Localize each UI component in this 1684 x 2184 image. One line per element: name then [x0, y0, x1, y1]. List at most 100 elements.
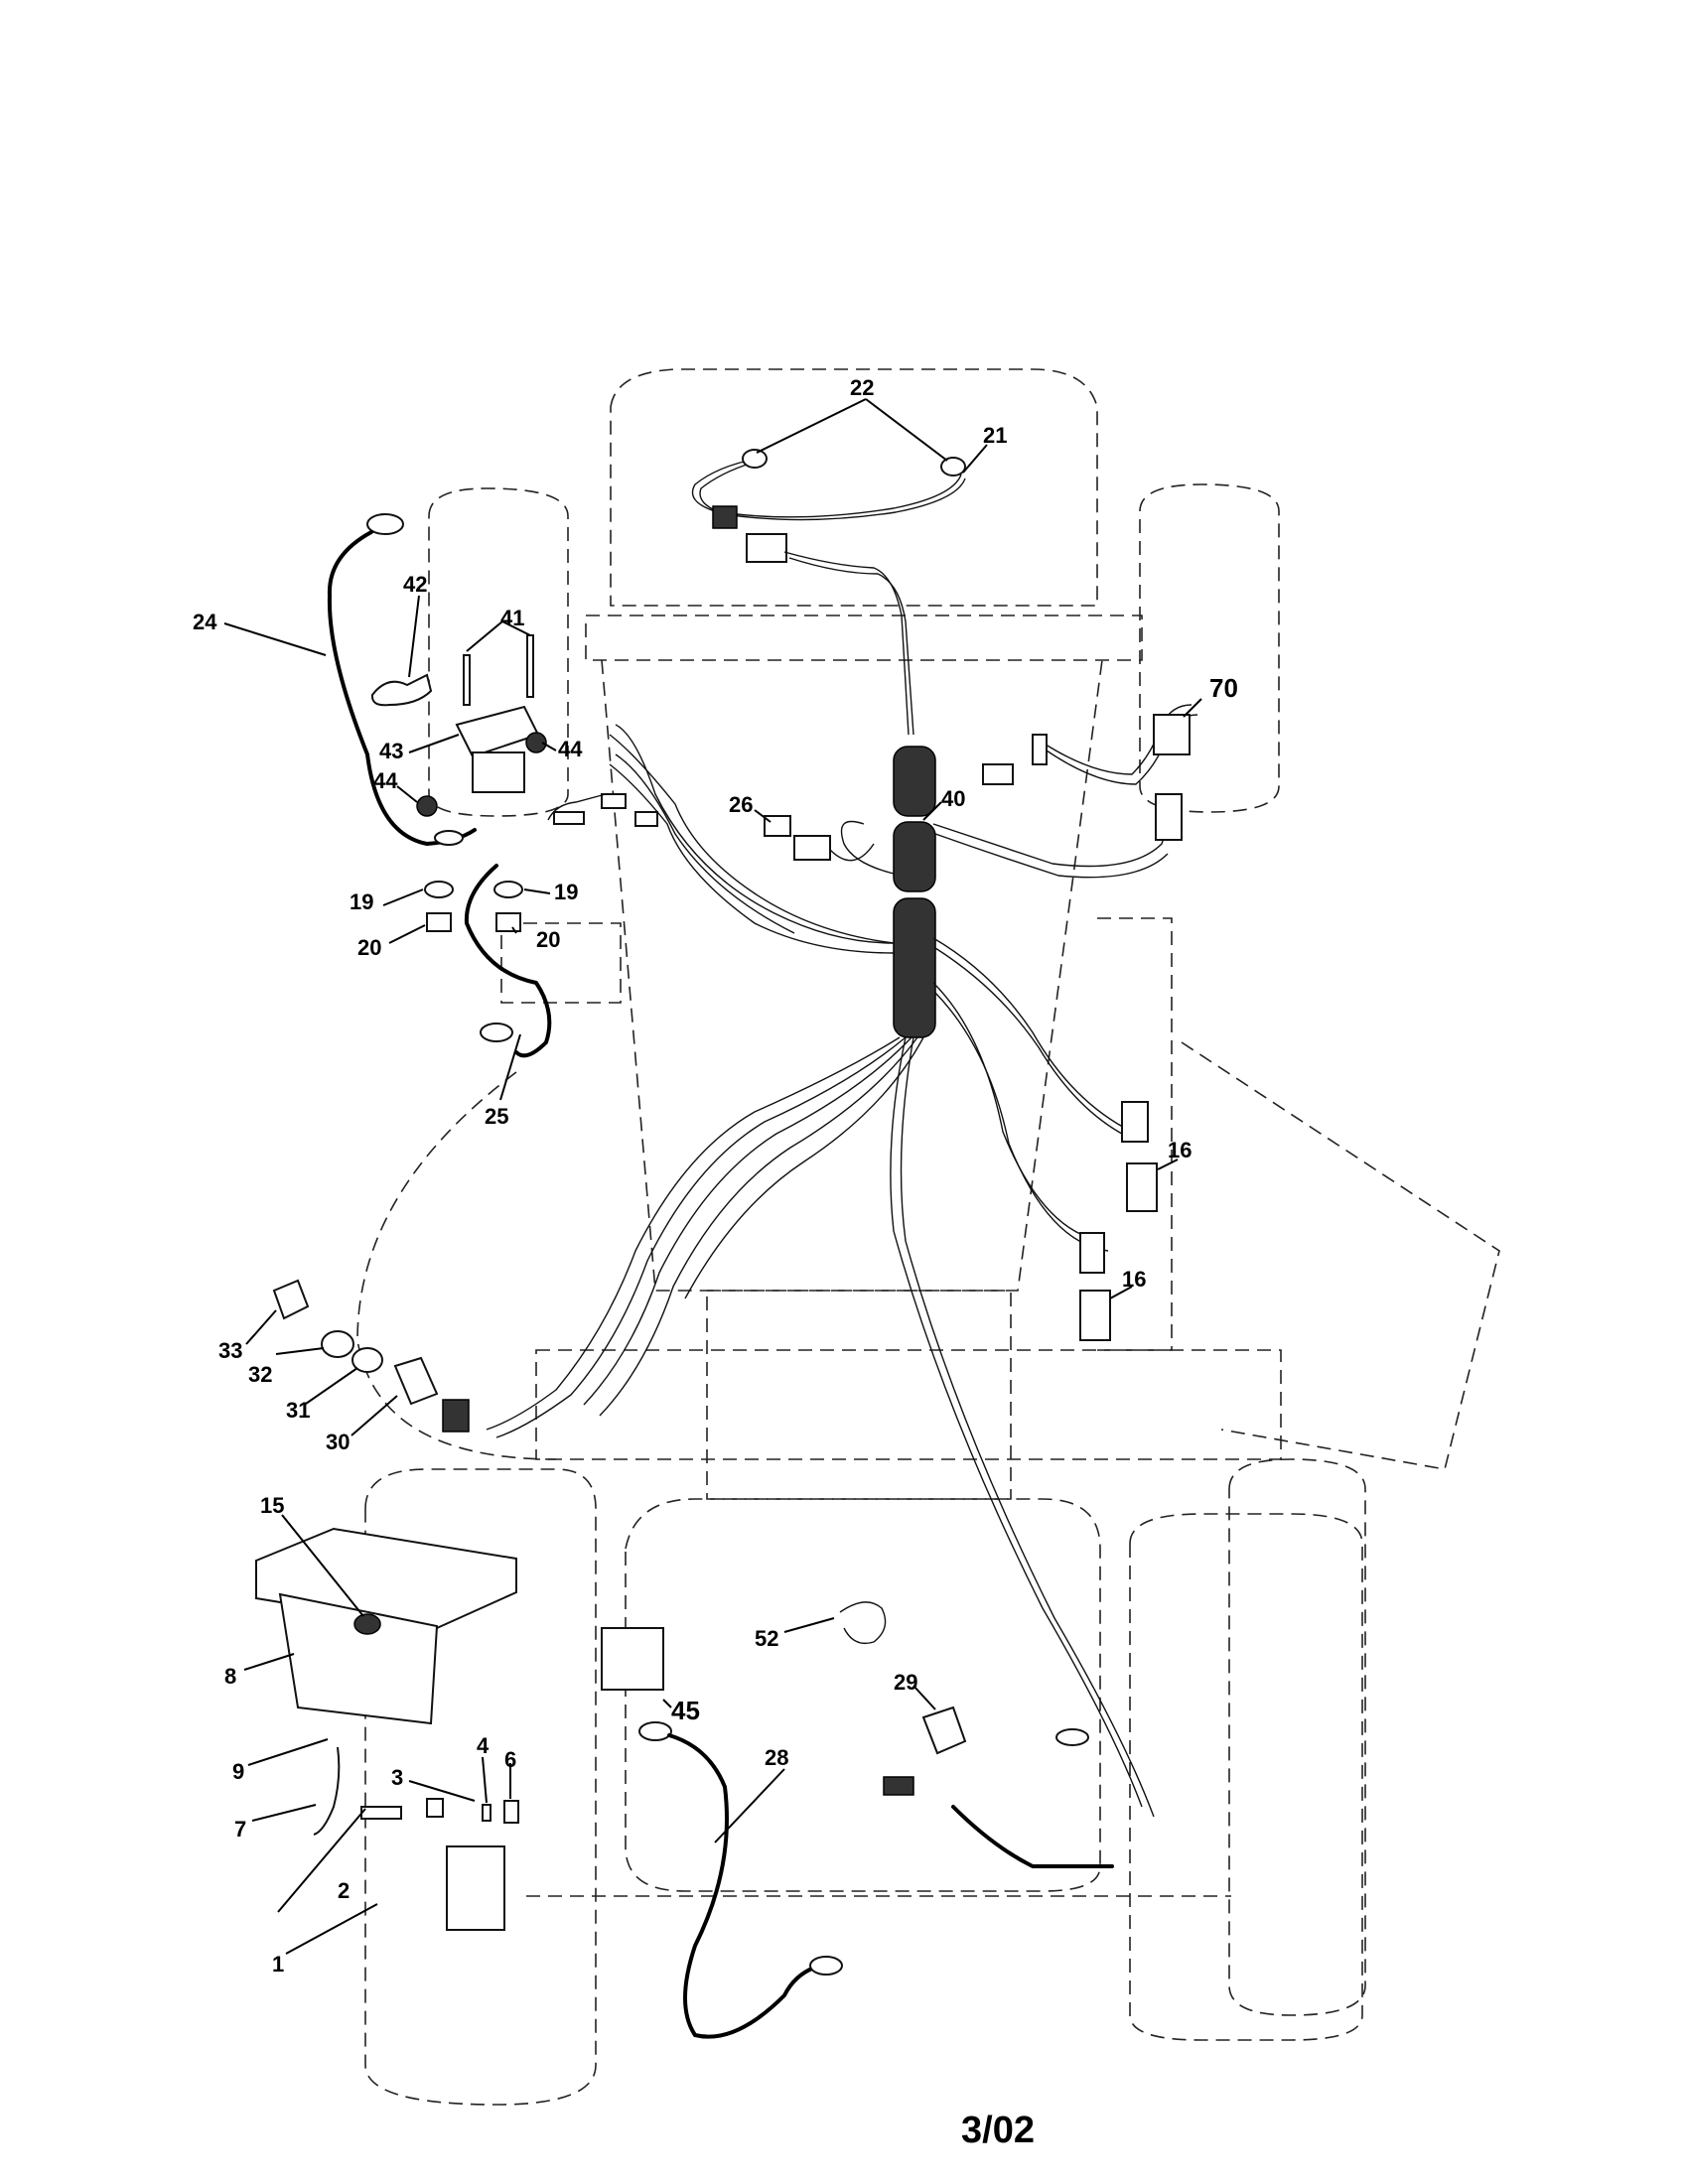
cable-24-ring — [434, 830, 464, 846]
connector-pin — [601, 793, 627, 809]
connector-70 — [1153, 714, 1191, 755]
headlight-harness — [691, 449, 966, 736]
battery-8 — [278, 1592, 439, 1725]
callout-44-right: 44 — [558, 737, 583, 761]
callout-19-right: 19 — [554, 880, 578, 904]
connector-small — [634, 811, 658, 827]
plug-16-upper-mate — [1121, 1101, 1149, 1143]
callouts: 22 21 24 42 41 43 44 44 19 19 20 20 25 2… — [193, 375, 1238, 1977]
ignition-assembly — [272, 1279, 470, 1433]
solenoid-43 — [455, 705, 540, 758]
bulb-socket-left — [742, 449, 768, 469]
revision-date: 3/02 — [961, 2110, 1035, 2151]
coiled-cable — [951, 1805, 1114, 1868]
right-connectors — [982, 704, 1198, 1341]
nut-20-right — [495, 912, 521, 932]
bracket-1 — [446, 1845, 505, 1931]
callout-42: 42 — [403, 572, 427, 597]
nut-6 — [503, 1800, 519, 1824]
vent-tube-9 — [313, 1746, 341, 1836]
plug-16-lower-mate — [1079, 1232, 1105, 1274]
nut-44-right — [525, 732, 547, 753]
washer-19-left — [424, 881, 454, 898]
switch-29-connector — [883, 1776, 914, 1796]
battery-cables — [327, 513, 607, 1058]
key-33 — [272, 1279, 310, 1320]
callout-24: 24 — [193, 610, 217, 634]
coil-terminal — [1055, 1728, 1089, 1746]
cable-24-terminal — [366, 513, 404, 535]
bolt-41-left — [463, 654, 471, 706]
fuse-holder-26 — [601, 724, 895, 944]
solenoid-cap-42 — [370, 673, 433, 707]
plug-right — [1032, 734, 1048, 765]
callout-15: 15 — [260, 1493, 284, 1518]
callout-9: 9 — [232, 1759, 244, 1784]
callout-19-left: 19 — [350, 889, 373, 914]
switch-29 — [921, 1706, 967, 1755]
plug-left — [982, 763, 1014, 785]
solenoid-body — [472, 751, 525, 793]
main-harness-loom — [486, 734, 1173, 1818]
solenoid-assembly — [370, 634, 547, 932]
nut-31 — [351, 1347, 383, 1373]
callout-31: 31 — [286, 1398, 310, 1423]
terminal-15 — [353, 1613, 381, 1635]
callout-6: 6 — [504, 1747, 516, 1772]
hour-meter-45 — [601, 1627, 664, 1691]
bulb-socket-right — [940, 457, 966, 477]
switch-30 — [393, 1356, 439, 1406]
washer-19-right — [493, 881, 523, 898]
callout-25: 25 — [485, 1104, 508, 1129]
nut-20-left — [426, 912, 452, 932]
fuse-loop-52 — [839, 1601, 887, 1645]
cable-25-terminal — [480, 1023, 513, 1042]
switch-connector — [442, 1399, 470, 1433]
callout-1: 1 — [272, 1952, 284, 1977]
callout-70: 70 — [1209, 673, 1238, 703]
battery-assembly — [255, 1527, 519, 1931]
callout-4: 4 — [477, 1733, 490, 1758]
washer-4 — [482, 1804, 491, 1822]
callout-44-left: 44 — [373, 768, 398, 793]
callout-7: 7 — [234, 1817, 246, 1842]
callout-16-lower: 16 — [1122, 1267, 1146, 1292]
callout-16-upper: 16 — [1168, 1138, 1192, 1162]
connector-housing — [746, 533, 787, 563]
connector-16-upper — [1126, 1162, 1158, 1212]
cable-24 — [327, 530, 477, 847]
callout-28: 28 — [765, 1745, 788, 1770]
nut-44-left — [416, 795, 438, 817]
callout-26: 26 — [729, 792, 753, 817]
callout-41: 41 — [500, 606, 524, 630]
terminal-pin — [553, 811, 585, 825]
callout-20-right: 20 — [536, 927, 560, 952]
bezel-32 — [321, 1330, 354, 1358]
cable-28-top-terminal — [638, 1721, 672, 1741]
bolt-3 — [426, 1798, 444, 1818]
bolt-41-right — [526, 634, 534, 698]
connector-16-lower — [1079, 1290, 1111, 1341]
lower-components — [601, 1601, 1114, 2039]
callout-3: 3 — [391, 1765, 403, 1790]
callout-52: 52 — [755, 1626, 778, 1651]
cable-28 — [667, 1733, 816, 2039]
leader-lines — [223, 398, 1202, 1955]
cable-28-bottom-terminal — [809, 1956, 843, 1976]
callout-43: 43 — [379, 739, 403, 763]
connector-right-mid — [1155, 793, 1183, 841]
callout-8: 8 — [224, 1664, 236, 1689]
callout-29: 29 — [894, 1670, 917, 1695]
bolt-2 — [360, 1806, 402, 1820]
callout-33: 33 — [218, 1338, 242, 1363]
cable-25 — [464, 864, 552, 1058]
callout-32: 32 — [248, 1362, 272, 1387]
callout-20-left: 20 — [357, 935, 381, 960]
callout-21: 21 — [983, 423, 1007, 448]
tractor-outline — [356, 368, 1500, 2106]
callout-40: 40 — [941, 786, 965, 811]
connector-plug — [712, 505, 738, 529]
callout-22: 22 — [850, 375, 874, 400]
callout-30: 30 — [326, 1430, 350, 1454]
